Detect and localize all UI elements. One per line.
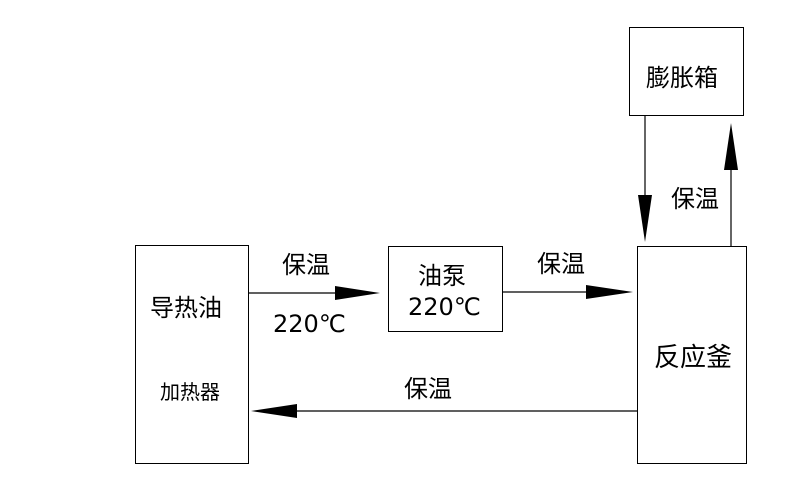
reactor-to-heater-arrowhead	[251, 404, 297, 418]
heater-to-pump-temp: 220℃	[273, 310, 346, 338]
expansion-label: 保温	[671, 185, 719, 213]
tank-to-reactor-arrowhead	[638, 195, 652, 242]
expansion-tank-box	[629, 27, 744, 116]
reactor-to-tank-arrowhead	[724, 123, 738, 170]
heater-box	[135, 245, 249, 464]
pump-box	[388, 246, 503, 332]
reactor-label: 反应釜	[654, 343, 733, 373]
pump-label-line1: 油泵	[418, 262, 466, 290]
heater-label-line1: 导热油	[150, 294, 222, 322]
heater-to-pump-arrowhead	[335, 286, 380, 300]
heater-to-pump-label: 保温	[282, 251, 330, 279]
heater-label-line2: 加热器	[160, 380, 220, 404]
expansion-tank-label: 膨胀箱	[646, 64, 718, 92]
pump-to-reactor-arrowhead	[586, 285, 633, 299]
reactor-box	[637, 246, 747, 464]
pump-label-line2: 220℃	[408, 293, 481, 321]
pump-to-reactor-label: 保温	[537, 250, 585, 278]
reactor-to-heater-label: 保温	[404, 375, 452, 403]
